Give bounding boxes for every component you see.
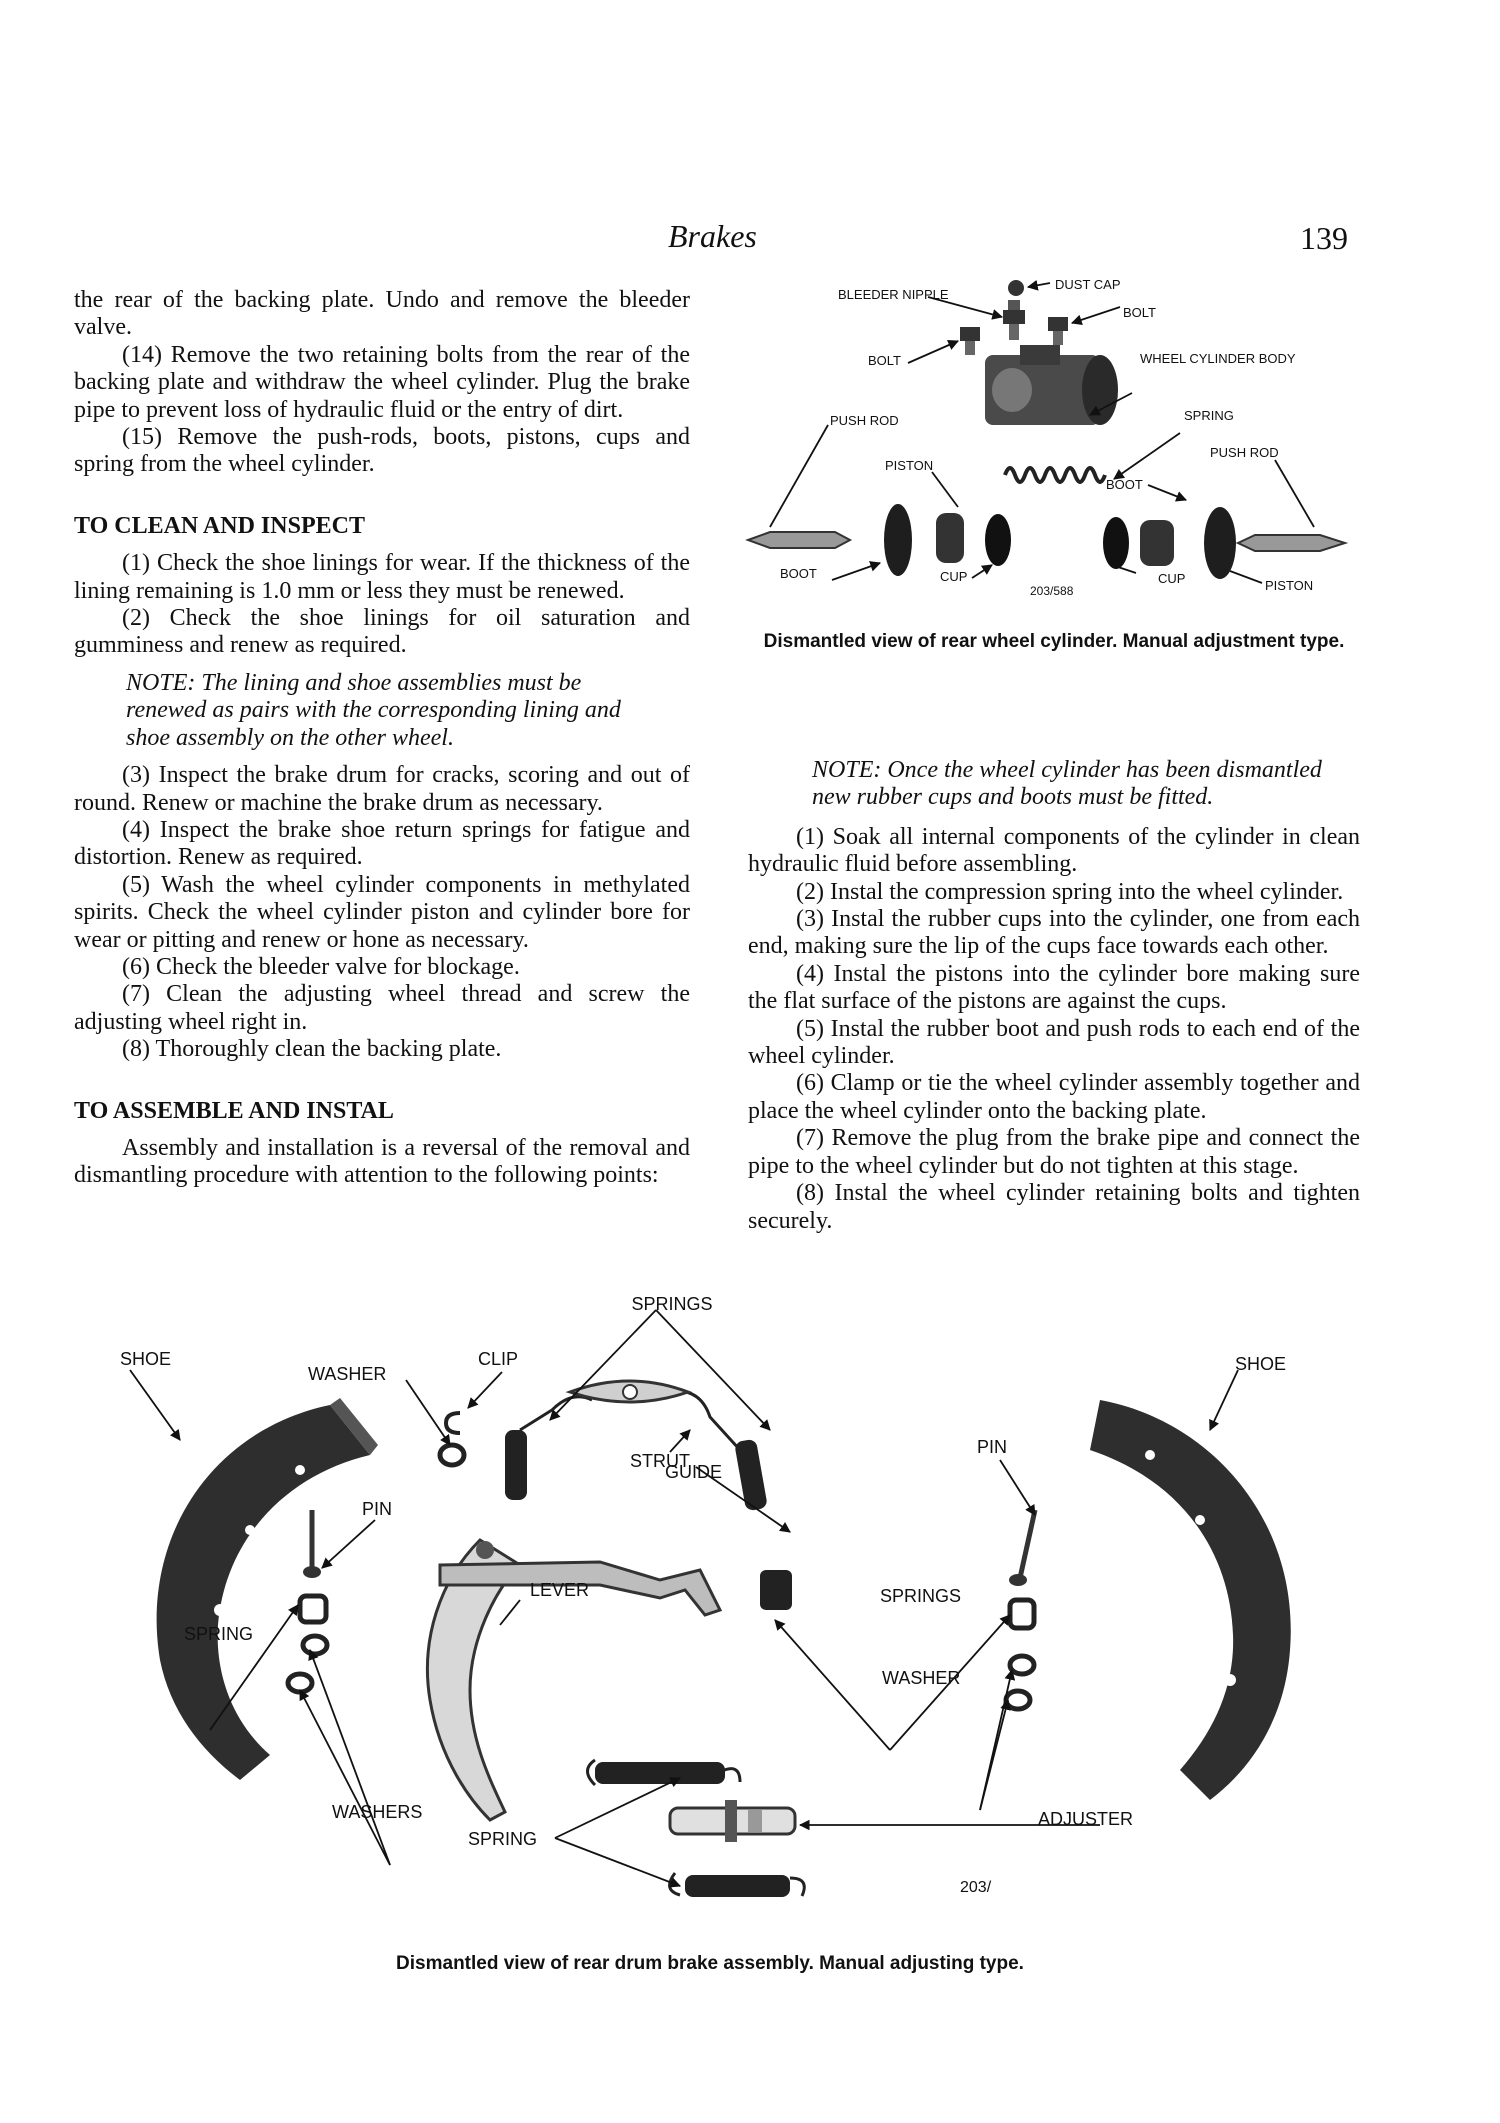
assemble-step: (7) Remove the plug from the brake pipe … [748, 1125, 1360, 1179]
clean-step: (6) Check the bleeder valve for blockage… [122, 953, 520, 980]
label-bolt: BOLT [1123, 305, 1156, 320]
clean-step: (7) Clean the adjusting wheel thread and… [74, 981, 690, 1035]
washer-icon [285, 1671, 315, 1695]
piston-icon [936, 513, 964, 563]
cup-icon [1103, 517, 1129, 569]
piston-icon [1140, 520, 1174, 566]
removal-step: (15) Remove the push-rods, boots, piston… [74, 424, 690, 478]
label-washer: WASHER [308, 1364, 386, 1384]
figure-ref: 203/ [960, 1879, 992, 1896]
rubber-cups-note: NOTE: Once the wheel cylinder has been d… [812, 757, 1322, 811]
label-shoe: SHOE [1235, 1354, 1286, 1374]
label-adjuster: ADJUSTER [1038, 1809, 1133, 1829]
assemble-step: (2) Instal the compression spring into t… [796, 878, 1344, 905]
drum-brake-caption: Dismantled view of rear drum brake assem… [396, 1953, 1024, 1974]
wheel-cylinder-caption: Dismantled view of rear wheel cylinder. … [763, 631, 1345, 652]
label-spring: SPRING [468, 1829, 537, 1849]
label-clip: CLIP [478, 1349, 518, 1369]
wheel-cylinder-figure: DUST CAP BLEEDER NIPPLE BOLT BOLT WHEEL … [745, 277, 1349, 598]
spring-icon [668, 1872, 806, 1897]
clean-step: (2) Check the shoe linings for oil satur… [74, 605, 690, 659]
adjuster-icon [668, 1800, 797, 1842]
spring-icon [760, 1570, 792, 1610]
pin-icon [303, 1510, 321, 1578]
bleeder-nipple-icon [1003, 300, 1025, 340]
label-shoe: SHOE [120, 1349, 171, 1369]
spring-icon [1007, 1597, 1037, 1631]
clean-step: (5) Wash the wheel cylinder components i… [74, 871, 690, 953]
clean-step: (3) Inspect the brake drum for cracks, s… [74, 762, 690, 816]
lining-note: NOTE: The lining and shoe assemblies mus… [126, 669, 621, 751]
label-bolt: BOLT [868, 353, 901, 368]
washer-icon [1007, 1653, 1037, 1677]
dust-cap-icon [1008, 280, 1024, 296]
label-cup: CUP [940, 569, 967, 584]
label-springs: SPRINGS [880, 1586, 961, 1606]
clean-step: (8) Thoroughly clean the backing plate. [122, 1036, 502, 1063]
assemble-step: (5) Instal the rubber boot and push rods… [748, 1015, 1360, 1070]
label-dust-cap: DUST CAP [1055, 277, 1121, 292]
boot-icon [1204, 507, 1236, 579]
assemble-step: (6) Clamp or tie the wheel cylinder asse… [748, 1070, 1360, 1124]
cup-icon [985, 514, 1011, 566]
label-piston: PISTON [885, 458, 933, 473]
guide-icon [565, 1379, 693, 1404]
page-number: 139 [1300, 220, 1348, 256]
bolt-icon [960, 327, 980, 355]
spring-icon [505, 1395, 593, 1500]
label-lever: LEVER [530, 1580, 589, 1600]
brake-shoe-right-icon [1090, 1400, 1291, 1800]
running-header-title: Brakes [668, 218, 757, 254]
brake-shoe-left-icon [156, 1398, 378, 1780]
figure-ref: 203/588 [1030, 584, 1074, 598]
label-cup: CUP [1158, 571, 1185, 586]
assemble-step: (3) Instal the rubber cups into the cyli… [748, 906, 1360, 960]
washer-icon [1003, 1688, 1033, 1712]
clean-step: (4) Inspect the brake shoe return spring… [74, 816, 690, 871]
spring-icon [297, 1593, 329, 1625]
left-column: the rear of the backing plate. Undo and … [74, 287, 690, 1190]
removal-step: (14) Remove the two retaining bolts from… [74, 341, 690, 423]
intro-paragraph: the rear of the backing plate. Undo and … [74, 287, 690, 341]
push-rod-icon [1235, 534, 1349, 552]
clean-inspect-heading: TO CLEAN AND INSPECT [74, 512, 365, 539]
right-column: NOTE: Once the wheel cylinder has been d… [748, 757, 1360, 1235]
pin-icon [1009, 1509, 1038, 1586]
label-springs: SPRINGS [631, 1294, 712, 1314]
lever-icon [426, 1538, 523, 1822]
assemble-step: (1) Soak all internal components of the … [748, 823, 1360, 878]
assemble-step: (8) Instal the wheel cylinder retaining … [748, 1180, 1360, 1234]
label-push-rod: PUSH ROD [830, 413, 899, 428]
strut-icon [438, 1560, 723, 1617]
clean-step: (1) Check the shoe linings for wear. If … [74, 550, 690, 604]
assemble-intro: Assembly and installation is a reversal … [74, 1134, 690, 1189]
label-washers: WASHERS [332, 1802, 422, 1822]
washer-icon [300, 1633, 330, 1657]
label-push-rod: PUSH ROD [1210, 445, 1279, 460]
label-guide: GUIDE [665, 1462, 722, 1482]
wheel-cylinder-body-icon [985, 345, 1118, 425]
label-boot: BOOT [1106, 477, 1143, 492]
label-spring: SPRING [184, 1624, 253, 1644]
clip-icon [443, 1411, 461, 1435]
label-spring: SPRING [1184, 408, 1234, 423]
label-washer: WASHER [882, 1668, 960, 1688]
label-wheel-cylinder-body: WHEEL CYLINDER BODY [1140, 351, 1296, 366]
label-piston: PISTON [1265, 578, 1313, 593]
label-strut: STRUT [630, 1451, 690, 1471]
assemble-heading: TO ASSEMBLE AND INSTAL [74, 1097, 394, 1124]
washer-icon [437, 1442, 467, 1468]
push-rod-icon [745, 531, 853, 549]
label-pin: PIN [977, 1437, 1007, 1457]
assemble-step: (4) Instal the pistons into the cylinder… [748, 960, 1360, 1015]
spring-icon [586, 1758, 742, 1787]
boot-icon [884, 504, 912, 576]
label-boot: BOOT [780, 566, 817, 581]
label-bleeder-nipple: BLEEDER NIPPLE [838, 287, 949, 302]
label-pin: PIN [362, 1499, 392, 1519]
spring-icon [1003, 466, 1107, 484]
drum-brake-figure: SPRINGS SHOE CLIP SHOE WASHER PIN STRUT … [120, 1294, 1291, 1897]
bolt-icon [1048, 317, 1068, 345]
